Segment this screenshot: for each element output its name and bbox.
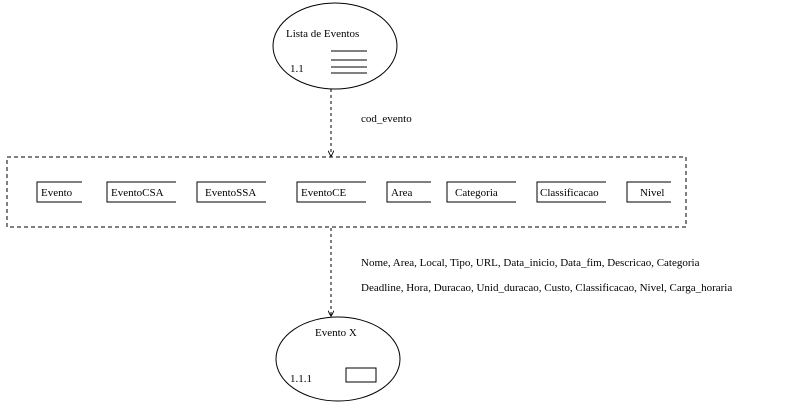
- process-node-evento-x: Evento X 1.1.1: [275, 316, 401, 402]
- flow-label-fields-line1: Nome, Area, Local, Tipo, URL, Data_inici…: [361, 257, 700, 269]
- data-store-label: EventoCSA: [111, 187, 164, 199]
- form-icon: [345, 367, 377, 383]
- process-ellipse: [275, 316, 401, 402]
- data-store-eventocsa: EventoCSA: [106, 181, 176, 203]
- data-store-nivel: Nivel: [626, 181, 671, 203]
- data-store-eventossa: EventoSSA: [196, 181, 266, 203]
- data-store-classificacao: Classificacao: [536, 181, 606, 203]
- flow-label-cod-evento: cod_evento: [361, 113, 412, 125]
- data-store-label: EventoSSA: [205, 187, 256, 199]
- process-number: 1.1: [290, 63, 304, 75]
- data-store-label: EventoCE: [301, 187, 346, 199]
- flow-label-fields-line2: Deadline, Hora, Duracao, Unid_duracao, C…: [361, 282, 732, 294]
- data-store-area: Area: [386, 181, 431, 203]
- data-store-evento: Evento: [36, 181, 82, 203]
- data-store-categoria: Categoria: [446, 181, 516, 203]
- data-store-eventoce: EventoCE: [296, 181, 366, 203]
- data-store-label: Evento: [41, 187, 73, 199]
- data-store-label: Classificacao: [540, 187, 599, 199]
- process-node-lista-de-eventos: Lista de Eventos 1.1: [272, 2, 398, 90]
- process-title: Evento X: [315, 327, 357, 339]
- data-store-label: Categoria: [455, 187, 498, 199]
- process-title: Lista de Eventos: [286, 28, 359, 40]
- list-icon: [331, 50, 367, 74]
- process-number: 1.1.1: [290, 373, 312, 385]
- data-store-label: Nivel: [640, 187, 664, 199]
- process-ellipse: [272, 2, 398, 90]
- data-store-label: Area: [391, 187, 412, 199]
- data-store-group: [6, 156, 687, 228]
